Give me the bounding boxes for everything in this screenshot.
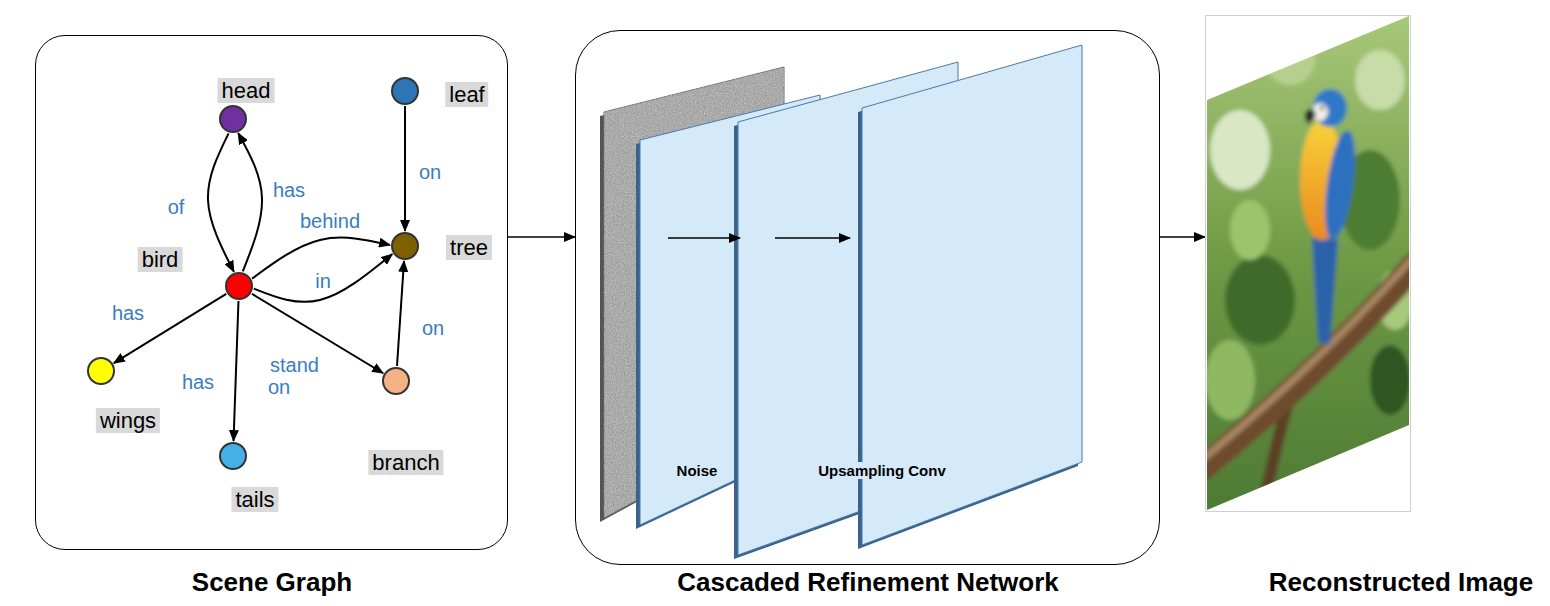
node-label: bird	[138, 247, 183, 272]
image-frame: Reconstructed Image	[1205, 15, 1411, 512]
foliage	[1265, 35, 1315, 85]
foliage	[1205, 340, 1255, 420]
text-slot: stand on	[268, 354, 332, 398]
node-label: branch	[368, 450, 443, 475]
relation-label: has	[180, 371, 216, 393]
parrot-wing	[1319, 129, 1360, 242]
graph-panel: headleafbirdtreewingstailsbranchScene Gr…	[35, 35, 508, 550]
text-slot: Scene Graph	[192, 567, 352, 597]
foliage	[1225, 255, 1295, 345]
relation-label: stand on	[268, 354, 319, 398]
layer-label: Noise	[674, 462, 721, 479]
layer-label: Upsampling Conv	[815, 462, 949, 479]
text-slot: tree	[446, 235, 492, 261]
flow-arrow	[1160, 236, 1205, 238]
text-slot: has	[180, 371, 216, 393]
foliage	[1355, 50, 1405, 110]
parrot-eye	[1320, 106, 1324, 110]
text-slot: tails	[231, 487, 278, 513]
panel-caption: Scene Graph	[192, 567, 352, 597]
text-slot: Cascaded Refinement Network	[677, 567, 1058, 597]
text-slot: behind	[298, 210, 362, 232]
foliage	[1230, 200, 1270, 260]
relation-arrow	[254, 254, 393, 302]
relation-arrow	[234, 301, 239, 441]
network-panel: Cascaded Refinement Network	[575, 30, 1160, 565]
flow-arrow	[508, 236, 575, 238]
text-slot: bird	[138, 247, 183, 273]
text-slot: has	[271, 179, 307, 201]
relation-label: on	[417, 161, 443, 183]
node-label: tails	[231, 487, 278, 512]
node-label: leaf	[445, 82, 488, 107]
node-label: tree	[446, 235, 492, 260]
foliage	[1370, 345, 1410, 415]
flow-arrow	[775, 237, 850, 239]
parrot-tail	[1312, 238, 1338, 345]
relation-arrow	[208, 133, 234, 272]
parrot-head	[1313, 89, 1347, 127]
relation-arrow	[404, 106, 406, 231]
bird-photo	[1197, 10, 1415, 515]
foliage	[1200, 10, 1415, 515]
flow-arrow	[668, 237, 740, 239]
parrot-beak	[1305, 108, 1316, 124]
text-slot: in	[313, 270, 333, 292]
text-slot: Reconstructed Image	[1269, 567, 1533, 597]
relation-arrow	[238, 133, 262, 271]
text-slot: head	[218, 78, 275, 104]
text-slot: on	[420, 317, 446, 339]
foliage	[1210, 110, 1270, 190]
graph-node: wings	[87, 357, 115, 385]
relation-label: on	[420, 317, 446, 339]
graph-node: leaf	[391, 77, 419, 105]
panel-caption: Cascaded Refinement Network	[677, 567, 1058, 597]
relation-arrow	[397, 261, 404, 366]
relation-label: in	[313, 270, 333, 292]
node-label: wings	[96, 408, 160, 433]
graph-node: tails	[219, 442, 247, 470]
text-slot: Noise	[674, 462, 721, 480]
graph-node: tree	[391, 232, 419, 260]
panel-caption: Reconstructed Image	[1269, 567, 1533, 597]
relation-label: of	[166, 196, 187, 218]
text-slot: has	[110, 302, 146, 324]
relation-label: behind	[298, 210, 362, 232]
relation-label: has	[271, 179, 307, 201]
text-slot: Upsampling Conv	[815, 462, 949, 480]
branch-highlight	[1197, 259, 1412, 464]
graph-node: head	[219, 105, 247, 133]
relation-label: has	[110, 302, 146, 324]
text-slot: wings	[96, 408, 160, 434]
graph-node: branch	[382, 367, 410, 395]
text-slot: leaf	[445, 82, 488, 108]
text-slot: on	[417, 161, 443, 183]
text-slot: of	[166, 196, 187, 218]
node-label: head	[218, 78, 275, 103]
text-slot: branch	[368, 450, 443, 476]
graph-node: bird	[225, 272, 253, 300]
